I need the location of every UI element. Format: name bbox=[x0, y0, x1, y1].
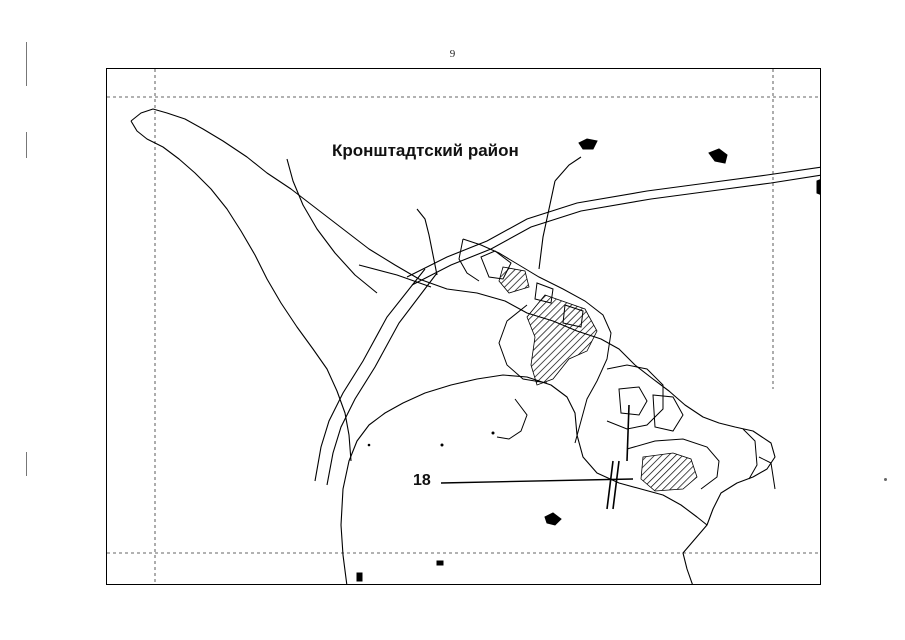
island-outline bbox=[130, 108, 776, 584]
forts bbox=[356, 138, 820, 582]
map-frame: Кронштадтский район 18 bbox=[106, 68, 821, 585]
roads bbox=[314, 156, 820, 486]
scan-dot bbox=[884, 478, 887, 481]
dashed-guides bbox=[107, 69, 820, 584]
small-marks bbox=[367, 431, 495, 447]
town-blocks bbox=[458, 238, 720, 490]
callout-18: 18 bbox=[413, 472, 431, 489]
map-drawing bbox=[107, 69, 820, 584]
hatched-areas bbox=[498, 266, 698, 492]
margin-mark bbox=[26, 132, 27, 158]
harbor-piers bbox=[496, 398, 776, 490]
page-number: 9 bbox=[449, 48, 456, 60]
district-label: Кронштадтский район bbox=[332, 141, 519, 160]
canal-strip bbox=[606, 404, 630, 510]
margin-mark bbox=[26, 452, 27, 476]
margin-mark bbox=[26, 42, 27, 86]
callout-leader bbox=[440, 478, 634, 484]
